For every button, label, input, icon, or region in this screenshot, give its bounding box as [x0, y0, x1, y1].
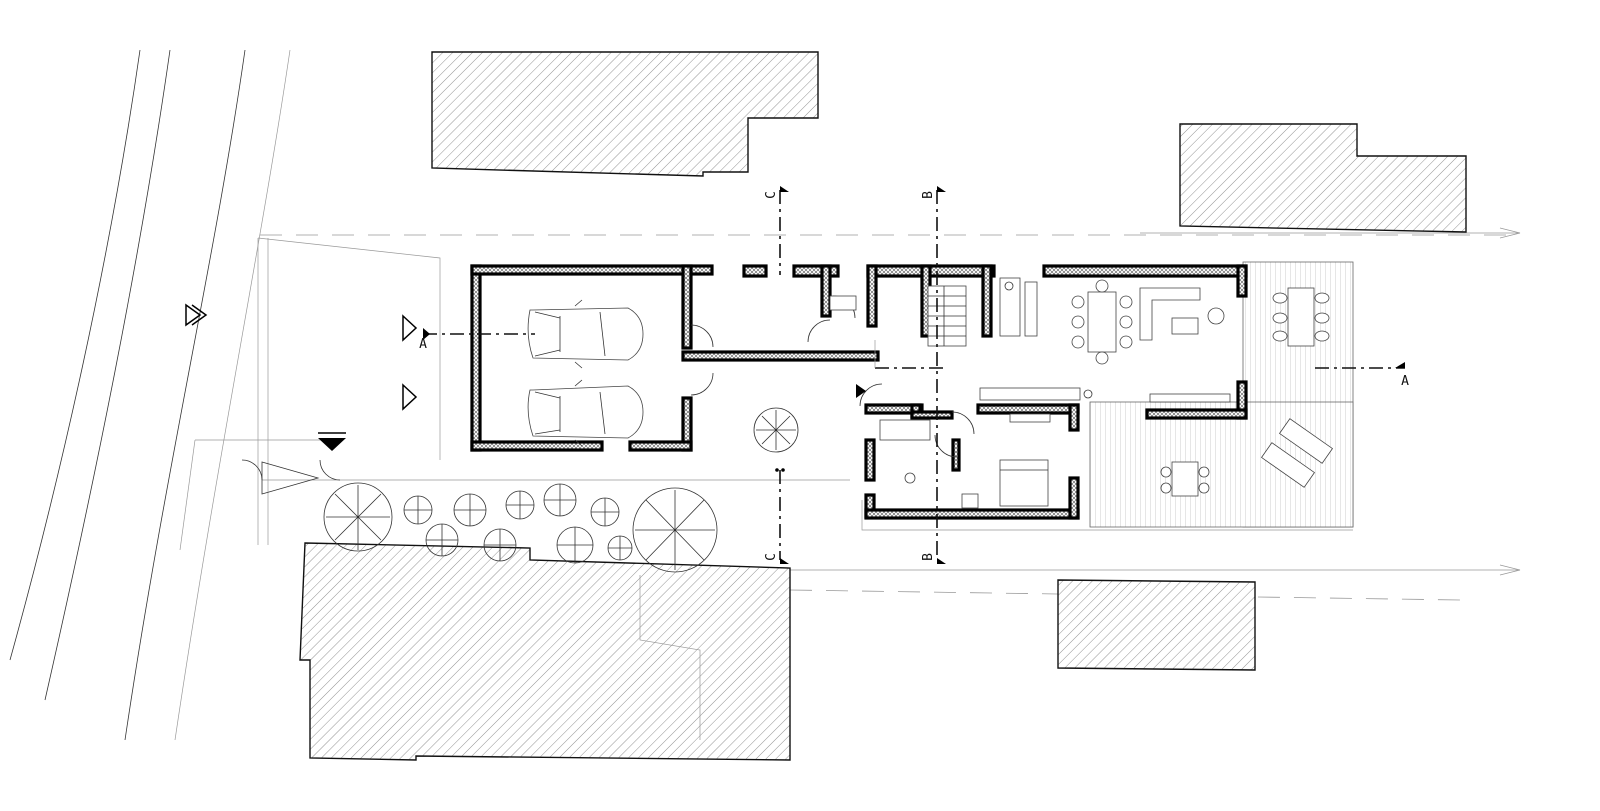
section-label-b-bottom: B	[921, 553, 936, 561]
sofa	[1139, 287, 1231, 403]
entrance-markers	[185, 303, 866, 495]
door-swings	[241, 295, 975, 481]
neighbour-building-northeast	[1179, 123, 1467, 233]
bathroom-fixtures	[829, 295, 931, 484]
section-label-c-top: C	[764, 191, 779, 199]
tree-icon	[753, 407, 799, 453]
walls	[470, 264, 1248, 520]
outdoor-furniture	[1160, 287, 1334, 497]
section-label-b-top: B	[921, 191, 936, 199]
street-lines	[9, 49, 291, 741]
section-arrows	[423, 186, 1405, 564]
neighbour-building-north	[431, 51, 819, 177]
stair	[927, 285, 967, 347]
section-label-c-bottom: C	[764, 553, 779, 561]
dining-table	[1071, 279, 1133, 365]
neighbour-buildings	[299, 51, 1467, 761]
section-label-a-right: A	[1401, 374, 1409, 389]
neighbour-building-southeast	[1057, 579, 1256, 671]
kitchen-units	[979, 277, 1093, 401]
property-lines	[179, 227, 1521, 601]
car-icon	[527, 379, 644, 447]
section-lines	[423, 190, 1405, 560]
car-icon	[527, 299, 644, 369]
neighbour-building-south	[299, 542, 791, 761]
bed	[961, 413, 1051, 509]
section-label-a-left: A	[419, 337, 427, 352]
terrace-deck-lower	[1089, 401, 1354, 528]
plant-icons	[323, 482, 718, 573]
